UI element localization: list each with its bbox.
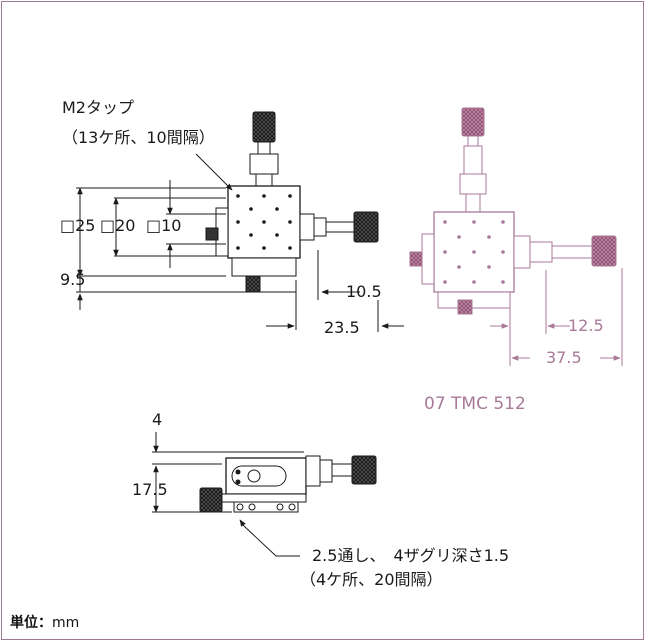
hole-spec-label: 2.5通し、 4ザグリ深さ1.5 bbox=[312, 546, 510, 565]
dim-square-25: □25 bbox=[60, 216, 96, 235]
unit-label: 単位： bbox=[10, 615, 52, 631]
dim-9-5: 9.5 bbox=[60, 270, 86, 289]
stage-variant-view bbox=[409, 107, 623, 366]
dim-23-5: 23.5 bbox=[324, 318, 360, 337]
dim-4: 4 bbox=[152, 410, 163, 429]
hole-count-label: （4ケ所、20間隔） bbox=[300, 570, 443, 589]
dim-square-10: □10 bbox=[146, 216, 182, 235]
dim-12-5: 12.5 bbox=[568, 316, 604, 335]
dimension-lines-side bbox=[152, 432, 304, 557]
tap-spec-label: （13ケ所、10間隔） bbox=[62, 128, 215, 147]
tap-label: M2タップ bbox=[62, 98, 134, 117]
tap-leader bbox=[195, 153, 233, 191]
dim-10-5: 10.5 bbox=[346, 282, 382, 301]
stage-side-view bbox=[199, 455, 377, 513]
model-label: 07 TMC 512 bbox=[424, 394, 526, 414]
stage-top-view bbox=[205, 111, 379, 293]
dim-37-5: 37.5 bbox=[546, 348, 582, 367]
dimension-lines-top bbox=[76, 180, 404, 332]
dim-square-20: □20 bbox=[100, 216, 136, 235]
unit-value: mm bbox=[52, 615, 80, 631]
dim-17-5: 17.5 bbox=[132, 480, 168, 499]
tap-holes bbox=[236, 194, 292, 250]
unit-note: 単位：mm bbox=[10, 612, 79, 632]
